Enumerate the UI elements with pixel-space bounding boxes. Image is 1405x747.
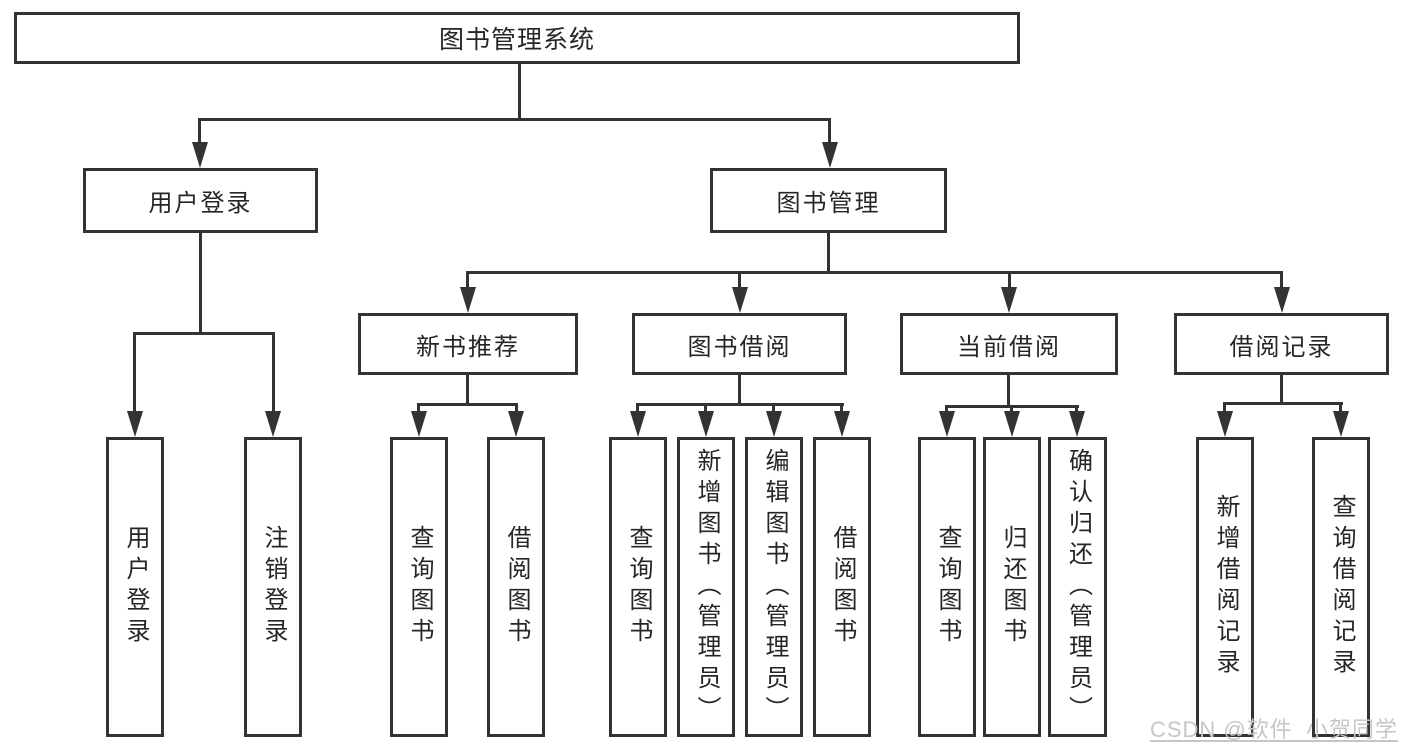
arrowhead-leaf-user-login — [127, 411, 143, 437]
connector-borrow-leg-4 — [840, 403, 843, 418]
connector-book-leg-4 — [1280, 271, 1283, 291]
connector-records-leg-1 — [1223, 402, 1226, 418]
connector-root-stem — [518, 64, 521, 121]
arrowhead-leaf-logout — [265, 411, 281, 437]
leaf-borrow-books-recommend: 借阅图书 — [487, 437, 545, 737]
arrowhead-query-borrow-record — [1333, 411, 1349, 437]
connector-root-leg-left — [198, 118, 201, 148]
leaf-edit-book-admin: 编辑图书（管理员） — [745, 437, 803, 737]
connector-current-stem — [1007, 375, 1010, 408]
connector-recommend-hbar — [417, 403, 518, 406]
arrowhead-book-management — [822, 142, 838, 168]
arrowhead-borrow-books — [834, 411, 850, 437]
arrowhead-new-book-recommend — [460, 287, 476, 313]
arrowhead-return-books — [1004, 411, 1020, 437]
leaf-user-login: 用户登录 — [106, 437, 164, 737]
arrowhead-borrow-books-recommend — [508, 411, 524, 437]
node-current-borrowing: 当前借阅 — [900, 313, 1118, 375]
connector-user-leg-1 — [133, 332, 136, 414]
connector-borrow-leg-2 — [704, 403, 707, 418]
leaf-query-books-borrow: 查询图书 — [609, 437, 667, 737]
arrowhead-user-login — [192, 142, 208, 168]
leaf-return-books: 归还图书 — [983, 437, 1041, 737]
arrowhead-current-borrowing — [1001, 287, 1017, 313]
leaf-query-books-current: 查询图书 — [918, 437, 976, 737]
connector-book-leg-2 — [738, 271, 741, 291]
arrowhead-add-borrow-record — [1217, 411, 1233, 437]
leaf-query-books-recommend: 查询图书 — [390, 437, 448, 737]
node-new-book-recommend: 新书推荐 — [358, 313, 578, 375]
connector-recommend-leg-1 — [417, 403, 420, 418]
node-book-borrowing: 图书借阅 — [632, 313, 847, 375]
node-user-login: 用户登录 — [83, 168, 318, 233]
connector-records-leg-2 — [1339, 402, 1342, 418]
connector-borrow-leg-1 — [636, 403, 639, 418]
connector-root-leg-right — [828, 118, 831, 148]
arrowhead-query-books-borrow — [630, 411, 646, 437]
connector-borrow-stem — [738, 375, 741, 406]
connector-records-hbar — [1223, 402, 1343, 405]
leaf-add-book-admin: 新增图书（管理员） — [677, 437, 735, 737]
connector-book-leg-3 — [1008, 271, 1011, 291]
connector-book-leg-1 — [466, 271, 469, 291]
connector-user-leg-2 — [272, 332, 275, 414]
arrowhead-query-books-recommend — [411, 411, 427, 437]
leaf-confirm-return-admin: 确认归还（管理员） — [1048, 437, 1107, 737]
connector-borrow-hbar — [636, 403, 844, 406]
node-root: 图书管理系统 — [14, 12, 1020, 64]
leaf-borrow-books: 借阅图书 — [813, 437, 871, 737]
connector-recommend-leg-2 — [515, 403, 518, 418]
arrowhead-confirm-return-admin — [1069, 411, 1085, 437]
csdn-watermark: CSDN @软件_小贺同学 — [1149, 717, 1398, 742]
arrowhead-borrowing-records — [1274, 287, 1290, 313]
connector-root-hbar — [198, 118, 831, 121]
connector-borrow-leg-3 — [772, 403, 775, 418]
connector-user-hbar — [133, 332, 275, 335]
arrowhead-book-borrowing — [732, 287, 748, 313]
connector-records-stem — [1280, 375, 1283, 405]
connector-recommend-stem — [466, 375, 469, 406]
leaf-logout: 注销登录 — [244, 437, 302, 737]
connector-book-hbar — [466, 271, 1283, 274]
connector-user-stem — [199, 233, 202, 335]
arrowhead-edit-book-admin — [766, 411, 782, 437]
node-book-management: 图书管理 — [710, 168, 947, 233]
node-borrowing-records: 借阅记录 — [1174, 313, 1389, 375]
connector-book-stem — [827, 233, 830, 274]
leaf-query-borrow-record: 查询借阅记录 — [1312, 437, 1370, 737]
leaf-add-borrow-record: 新增借阅记录 — [1196, 437, 1254, 737]
arrowhead-query-books-current — [939, 411, 955, 437]
arrowhead-add-book-admin — [698, 411, 714, 437]
